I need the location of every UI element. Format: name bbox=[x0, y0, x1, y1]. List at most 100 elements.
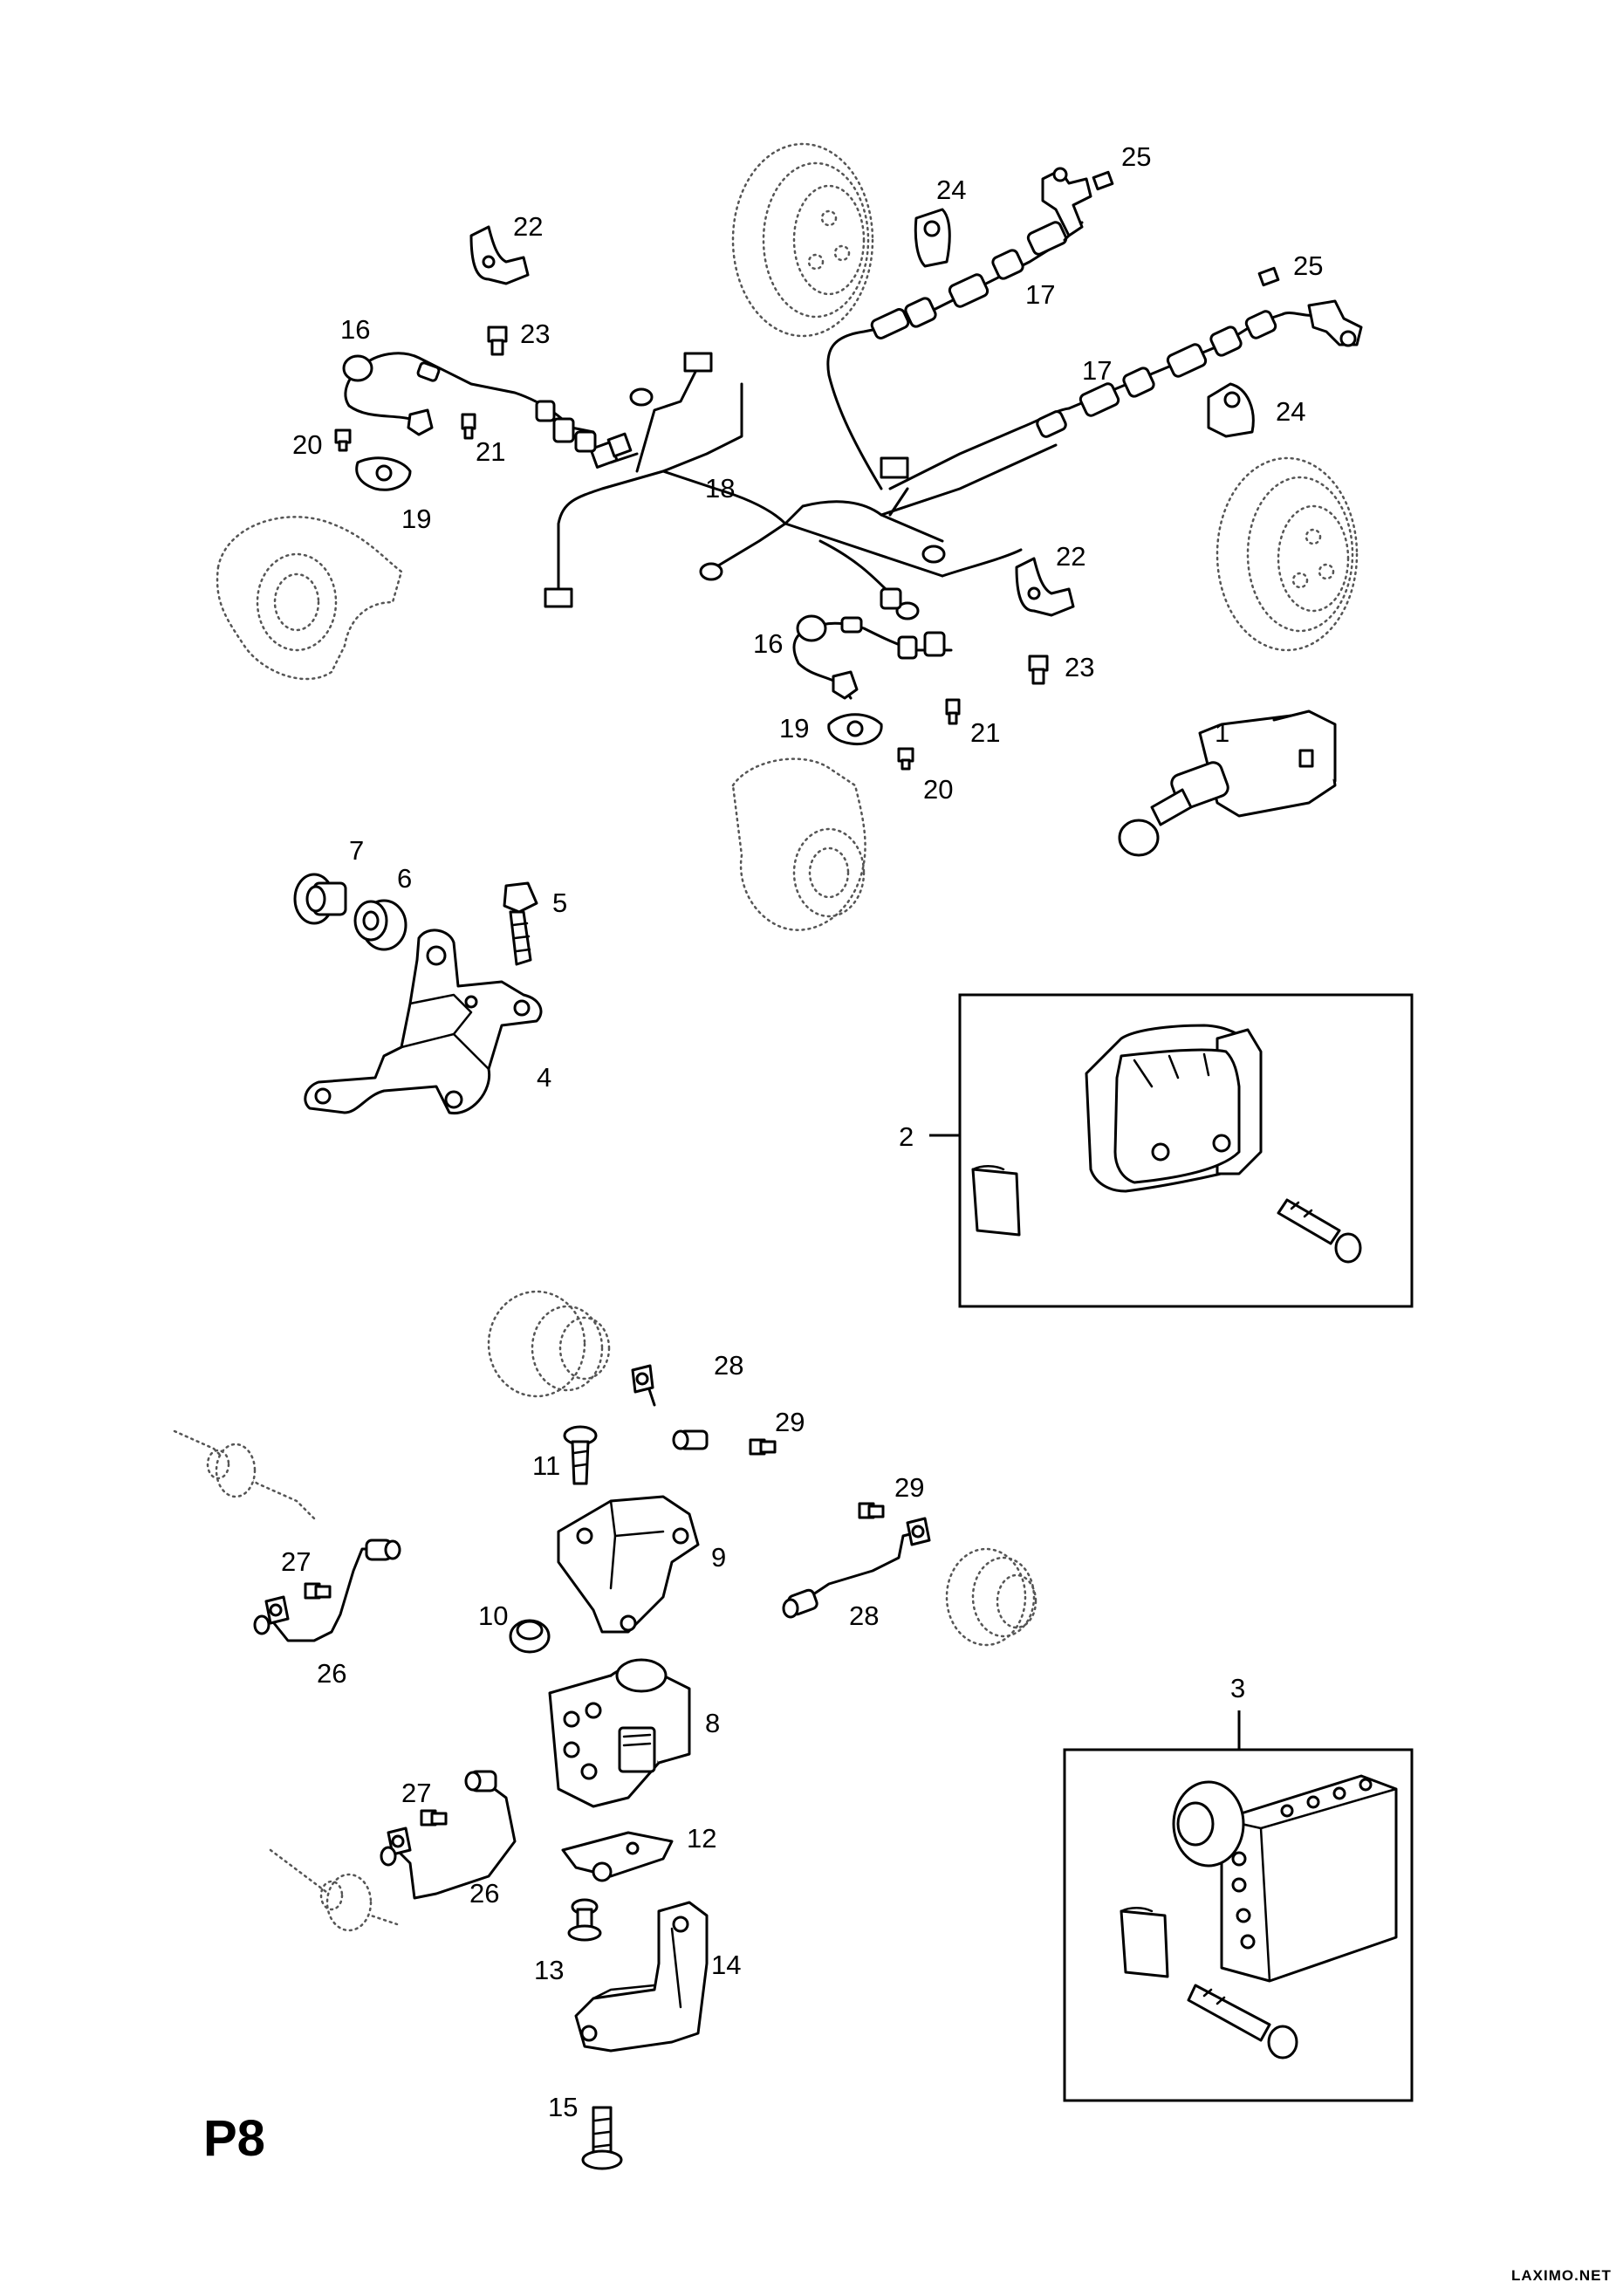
callout-26-lower: 26 bbox=[469, 1878, 499, 1909]
callout-2: 2 bbox=[899, 1121, 914, 1152]
callout-15: 15 bbox=[548, 2092, 578, 2122]
callout-1: 1 bbox=[1215, 717, 1229, 748]
bolt-20-center bbox=[897, 747, 914, 771]
brake-light-switch bbox=[1118, 709, 1337, 857]
callout-27-lower: 27 bbox=[401, 1778, 431, 1808]
callout-16-lower: 16 bbox=[753, 628, 783, 659]
bolt-21-left bbox=[461, 413, 476, 440]
callout-19-left: 19 bbox=[401, 504, 431, 534]
modulator-bracket-9 bbox=[557, 1495, 700, 1634]
callout-6: 6 bbox=[397, 863, 412, 894]
callout-10: 10 bbox=[478, 1600, 508, 1631]
callout-29-lower: 29 bbox=[894, 1472, 924, 1503]
callout-8: 8 bbox=[705, 1708, 720, 1738]
callout-3: 3 bbox=[1230, 1673, 1245, 1703]
instruction-booklet-3 bbox=[1120, 1907, 1169, 1978]
callout-25-lower: 25 bbox=[1293, 250, 1323, 281]
grommet-6 bbox=[353, 899, 407, 951]
bolt-20-left bbox=[334, 428, 352, 452]
hose-bracket-24-upper bbox=[914, 208, 951, 268]
bolt-23-upper bbox=[487, 326, 508, 356]
callout-25-upper: 25 bbox=[1121, 141, 1151, 172]
callout-19-center: 19 bbox=[779, 713, 809, 744]
brake-hose-16-center bbox=[792, 587, 953, 700]
callout-16-upper: 16 bbox=[340, 314, 370, 345]
bolt-23-lower bbox=[1028, 655, 1049, 685]
hose-bracket-22-upper bbox=[469, 225, 530, 285]
steering-knuckle-left bbox=[216, 516, 403, 681]
bolt-kit-2 bbox=[1277, 1198, 1362, 1264]
bolt-5 bbox=[503, 881, 538, 966]
callout-26-upper: 26 bbox=[317, 1658, 346, 1689]
abs-hydraulic-modulator bbox=[548, 1658, 691, 1808]
mounting-bracket-14 bbox=[574, 1901, 709, 2053]
callout-9: 9 bbox=[711, 1542, 726, 1573]
bolt-21-center bbox=[945, 698, 961, 725]
abs-sensor-19-left bbox=[355, 456, 412, 491]
callout-24-upper: 24 bbox=[936, 175, 966, 205]
brake-hose-16-left bbox=[342, 352, 597, 453]
brake-drum-rear-right bbox=[1216, 456, 1359, 652]
brake-pipe-28-lower bbox=[782, 1517, 931, 1619]
drive-shaft-left-lower bbox=[269, 1848, 399, 1932]
callout-21-center: 21 bbox=[970, 717, 1000, 748]
callout-29-upper: 29 bbox=[775, 1407, 805, 1437]
bolt-29-lower bbox=[858, 1502, 885, 1519]
hose-bracket-24-lower bbox=[1207, 382, 1255, 438]
bolt-15 bbox=[581, 2106, 623, 2170]
steering-knuckle-center bbox=[731, 757, 866, 931]
brake-pipe-28-upper bbox=[631, 1364, 727, 1451]
callout-13: 13 bbox=[534, 1955, 564, 1985]
drive-shaft-left-upper bbox=[173, 1429, 316, 1520]
bushing-7 bbox=[293, 873, 347, 925]
abs-sensor-19-center bbox=[827, 713, 883, 746]
bolt-29-upper bbox=[749, 1438, 777, 1456]
abs-control-module bbox=[1085, 1024, 1263, 1193]
callout-18: 18 bbox=[705, 473, 735, 504]
abs-modulator-kit bbox=[1172, 1774, 1398, 1983]
wiring-harness bbox=[544, 352, 1058, 620]
bolt-13 bbox=[567, 1898, 602, 1942]
callout-12: 12 bbox=[687, 1823, 716, 1854]
callout-7: 7 bbox=[349, 835, 364, 866]
callout-17-lower: 17 bbox=[1082, 355, 1112, 386]
page-code: P8 bbox=[203, 2110, 265, 2167]
callout-22-lower: 22 bbox=[1056, 541, 1085, 572]
hose-bracket-25-upper bbox=[1041, 167, 1114, 237]
callout-14: 14 bbox=[711, 1950, 741, 1980]
callout-4: 4 bbox=[537, 1062, 551, 1093]
mounting-bracket-4 bbox=[304, 929, 543, 1114]
callout-23-lower: 23 bbox=[1065, 652, 1094, 682]
callout-24-lower: 24 bbox=[1276, 396, 1305, 427]
callout-21-left: 21 bbox=[476, 436, 505, 467]
bolt-27-lower bbox=[420, 1809, 448, 1827]
callout-28-lower: 28 bbox=[849, 1600, 879, 1631]
callout-5: 5 bbox=[552, 888, 567, 918]
bolt-kit-3 bbox=[1187, 1984, 1298, 2060]
callout-17-upper: 17 bbox=[1025, 279, 1055, 310]
callout-20-left: 20 bbox=[292, 429, 322, 460]
callout-27-upper: 27 bbox=[281, 1546, 311, 1577]
callout-20-center: 20 bbox=[923, 774, 953, 805]
hose-bracket-25-lower bbox=[1257, 266, 1363, 347]
brake-pipe-rear bbox=[826, 328, 1071, 490]
bolt-27-upper bbox=[304, 1582, 332, 1600]
callout-22-upper: 22 bbox=[513, 211, 543, 242]
nut-10 bbox=[509, 1619, 551, 1654]
bracket-12 bbox=[561, 1831, 674, 1882]
wheel-hub-rear bbox=[945, 1547, 1037, 1647]
kit-box-2 bbox=[958, 993, 1414, 1308]
callout-23-upper: 23 bbox=[520, 319, 550, 349]
brake-drum-rear-upper bbox=[731, 142, 874, 338]
callout-11: 11 bbox=[532, 1450, 560, 1481]
callout-28-upper: 28 bbox=[714, 1350, 743, 1381]
wheel-hub-front bbox=[487, 1290, 611, 1398]
bolt-11 bbox=[563, 1425, 598, 1485]
brake-hose-17-upper bbox=[870, 221, 1084, 339]
hose-bracket-22-lower bbox=[1015, 557, 1075, 617]
brake-pipe-26-upper bbox=[253, 1539, 401, 1642]
instruction-booklet-2 bbox=[971, 1165, 1021, 1237]
brake-pipe-26-lower bbox=[380, 1770, 517, 1900]
watermark: LAXIMO.NET bbox=[1511, 2267, 1612, 2284]
